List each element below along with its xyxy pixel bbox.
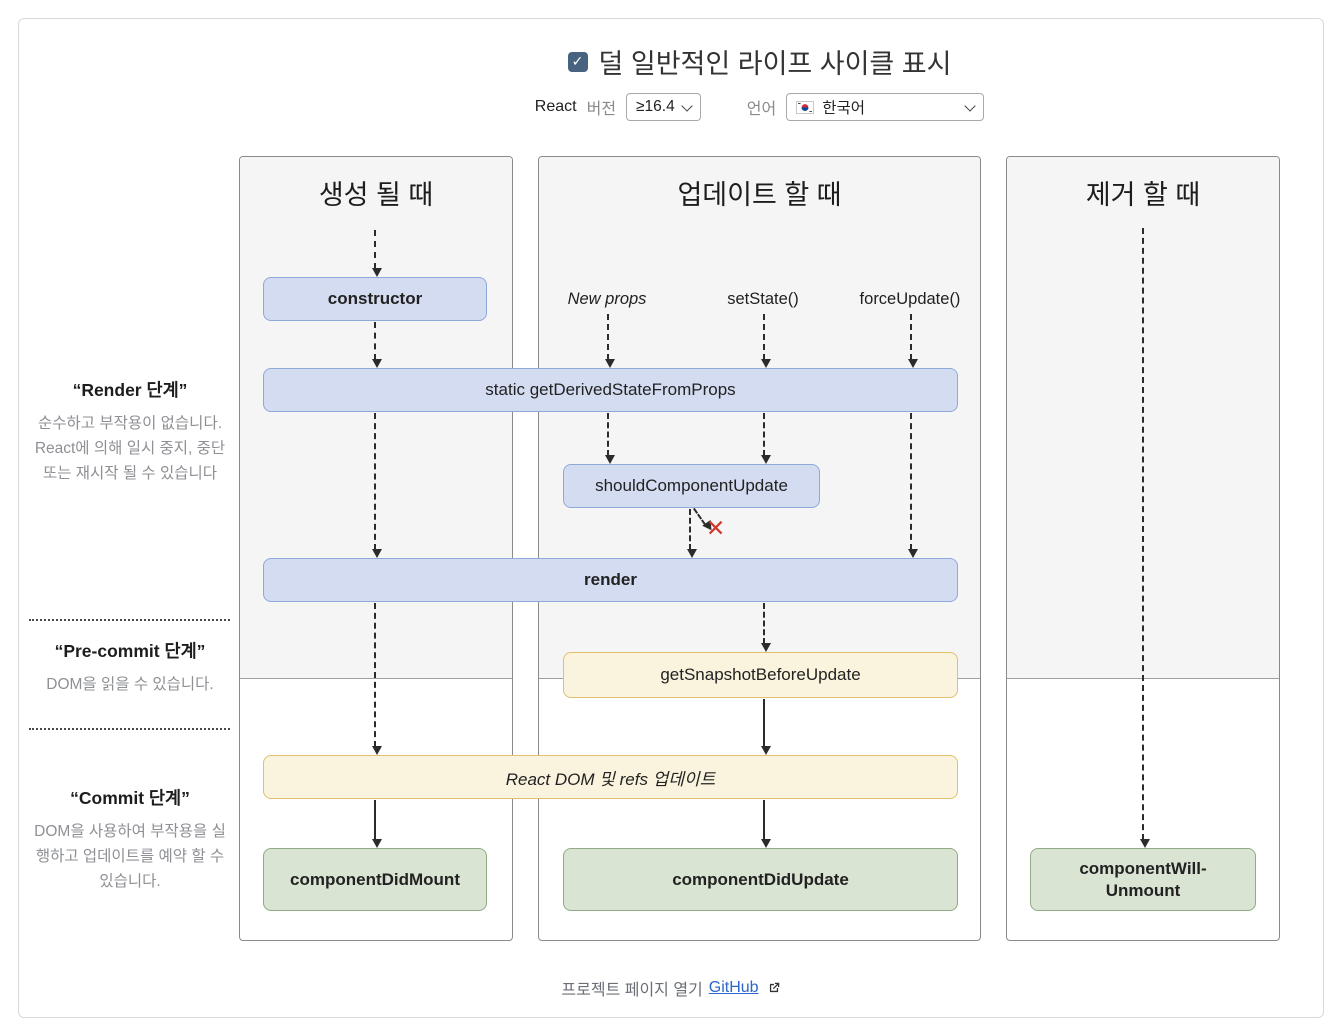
github-link[interactable]: GitHub: [708, 979, 759, 996]
component-will-unmount-box[interactable]: componentWill- Unmount: [1030, 848, 1256, 911]
react-version-value: ≥16.4: [636, 98, 675, 115]
precommit-phase-title: “Pre-commit 단계”: [54, 641, 206, 661]
phase-divider: [29, 728, 230, 730]
get-derived-state-from-props-box[interactable]: static getDerivedStateFromProps: [263, 368, 958, 412]
less-common-lifecycles-toggle[interactable]: ✓ 덜 일반적인 라이프 사이클 표시: [239, 42, 1280, 81]
footer: 프로젝트 페이지 열기 GitHub: [0, 976, 1342, 1000]
render-phase-title: “Render 단계”: [72, 380, 188, 400]
constructor-box[interactable]: constructor: [263, 277, 487, 321]
arrow-gdsfp-to-render-mount: [372, 413, 382, 558]
toggle-label[interactable]: 덜 일반적인 라이프 사이클 표시: [598, 49, 952, 79]
get-snapshot-before-update-box[interactable]: getSnapshotBeforeUpdate: [563, 652, 958, 698]
precommit-phase-note: “Pre-commit 단계” DOM을 읽을 수 있습니다.: [28, 638, 232, 697]
arrow-render-to-domupdate: [372, 603, 382, 755]
render-phase-body: 순수하고 부작용이 없습니다. React에 의해 일시 중지, 중단 또는 재…: [34, 415, 226, 483]
arrow-forceupdate-to-gdsfp: [908, 314, 918, 368]
external-link-icon: [767, 981, 781, 995]
react-dom-refs-update-box: React DOM 및 refs 업데이트: [263, 755, 958, 799]
arrow-newprops-to-gdsfp: [605, 314, 615, 368]
unmounting-column-title: 제거 할 때: [1085, 180, 1201, 210]
commit-phase-note: “Commit 단계” DOM을 사용하여 부작용을 실행하고 업데이트를 예약…: [28, 785, 232, 894]
commit-phase-body: DOM을 사용하여 부작용을 실행하고 업데이트를 예약 할 수 있습니다.: [34, 823, 226, 891]
korea-flag-icon: [796, 100, 815, 114]
arrow-unmount-to-cwu: [1140, 228, 1150, 848]
react-version-select[interactable]: ≥16.4: [626, 93, 701, 121]
new-props-label: New props: [567, 290, 647, 308]
force-update-link[interactable]: forceUpdate(): [859, 290, 961, 308]
chevron-down-icon: [681, 99, 693, 112]
arrow-render-to-gsbu: [761, 603, 771, 652]
render-box[interactable]: render: [263, 558, 958, 602]
updating-column-title: 업데이트 할 때: [677, 180, 842, 210]
arrow-domupdate-to-cdm: [372, 800, 382, 848]
arrow-gdsfp-to-scu: [605, 413, 615, 464]
chevron-down-icon: [964, 99, 976, 112]
arrow-scu-to-render: [687, 509, 697, 558]
arrow-gsbu-to-domupdate: [761, 699, 771, 755]
render-phase-note: “Render 단계” 순수하고 부작용이 없습니다. React에 의해 일시…: [28, 377, 232, 486]
version-label: 버전: [586, 101, 617, 118]
mounting-column-title: 생성 될 때: [318, 180, 434, 210]
settings-row: React 버전 ≥16.4 언어 한국어: [239, 93, 1280, 121]
arrow-domupdate-to-cdu: [761, 800, 771, 848]
language-value: 한국어: [822, 100, 865, 117]
should-component-update-box[interactable]: shouldComponentUpdate: [563, 464, 820, 508]
footer-text: 프로젝트 페이지 열기: [561, 982, 703, 999]
page-frame: [18, 18, 1324, 1018]
react-label: React: [534, 98, 577, 115]
language-select[interactable]: 한국어: [786, 93, 985, 121]
checkbox-checked-icon[interactable]: ✓: [567, 51, 588, 72]
set-state-link[interactable]: setState(): [727, 290, 799, 308]
language-label: 언어: [746, 101, 777, 118]
commit-phase-title: “Commit 단계”: [70, 788, 190, 808]
precommit-phase-body: DOM을 읽을 수 있습니다.: [46, 676, 214, 693]
arrow-forceupdate-to-render: [908, 413, 918, 558]
arrow-constructor-to-gdsfp: [372, 322, 382, 368]
render-skipped-x-icon: ✕: [706, 515, 726, 541]
arrow-mount-to-constructor: [372, 230, 382, 277]
arrow-setstate-to-gdsfp: [761, 314, 771, 368]
component-did-mount-box[interactable]: componentDidMount: [263, 848, 487, 911]
checkmark-glyph: ✓: [571, 53, 584, 69]
component-did-update-box[interactable]: componentDidUpdate: [563, 848, 958, 911]
phase-divider: [29, 619, 230, 621]
arrow-gdsfp-to-scu: [761, 413, 771, 464]
